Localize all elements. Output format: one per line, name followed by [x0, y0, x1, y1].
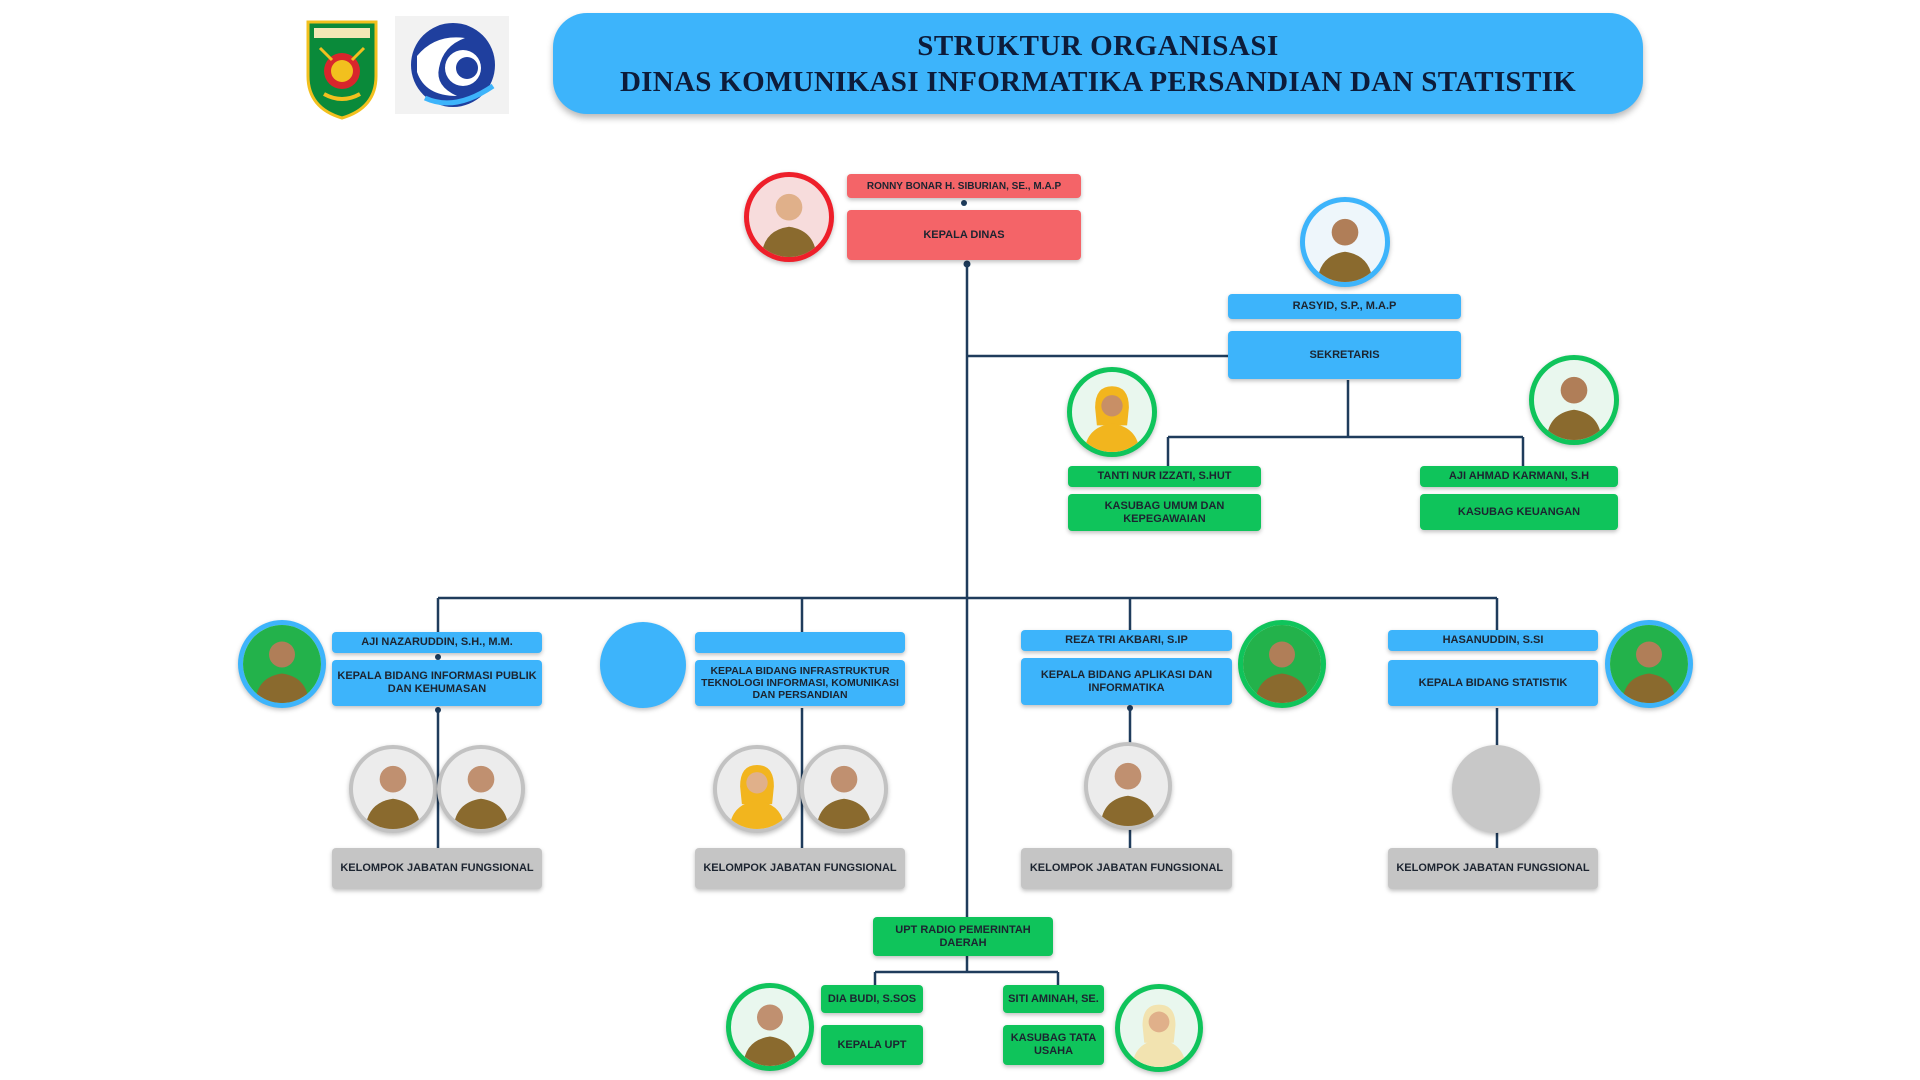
kasubag-keuangan-avatar — [1529, 355, 1619, 445]
kasubag-keuangan-name: AJI AHMAD KARMANI, S.H — [1420, 466, 1618, 487]
kasubag-tata-usaha-avatar — [1115, 984, 1203, 1072]
bidang-informasi-name: AJI NAZARUDDIN, S.H., M.M. — [332, 632, 542, 653]
fungsional-informasi-avatar-2 — [437, 745, 525, 833]
bidang-informasi-avatar — [238, 620, 326, 708]
kasubag-umum-avatar — [1067, 367, 1157, 457]
fungsional-informasi-group: KELOMPOK JABATAN FUNGSIONAL — [332, 848, 542, 889]
kasubag-umum-name: TANTI NUR IZZATI, S.Hut — [1068, 466, 1261, 487]
bidang-statistik-position: KEPALA BIDANG STATISTIK — [1388, 660, 1598, 706]
sekretaris-position: SEKRETARIS — [1228, 331, 1461, 379]
bidang-infrastruktur-position: KEPALA BIDANG INFRASTRUKTUR TEKNOLOGI IN… — [695, 660, 905, 706]
bidang-aplikasi-name: REZA TRI AKBARI, S.IP — [1021, 630, 1232, 651]
title-banner: STRUKTUR ORGANISASI DINAS KOMUNIKASI INF… — [553, 13, 1643, 114]
fungsional-infrastruktur-avatar-2 — [800, 745, 888, 833]
regional-government-crest-icon — [302, 16, 382, 120]
page-subtitle: DINAS KOMUNIKASI INFORMATIKA PERSANDIAN … — [619, 65, 1577, 98]
kepala-dinas-name: RONNY BONAR H. SIBURIAN, SE., M.A.P — [847, 174, 1081, 198]
fungsional-statistik-group: KELOMPOK JABATAN FUNGSIONAL — [1388, 848, 1598, 889]
sekretaris-avatar — [1300, 197, 1390, 287]
fungsional-infrastruktur-group: KELOMPOK JABATAN FUNGSIONAL — [695, 848, 905, 889]
bidang-informasi-position: KEPALA BIDANG INFORMASI PUBLIK DAN KEHUM… — [332, 660, 542, 706]
bidang-infrastruktur-name — [695, 632, 905, 653]
kepala-dinas-position: KEPALA DINAS — [847, 210, 1081, 260]
fungsional-aplikasi-avatar — [1084, 742, 1172, 830]
kepala-upt-position: KEPALA UPT — [821, 1025, 923, 1065]
kasubag-tata-usaha-position: KASUBAG TATA USAHA — [1003, 1025, 1104, 1065]
kepala-upt-avatar — [726, 983, 814, 1071]
upt-title: UPT RADIO PEMERINTAH DAERAH — [873, 917, 1053, 956]
kepala-upt-name: DIA BUDI, S.Sos — [821, 985, 923, 1013]
kasubag-keuangan-position: KASUBAG KEUANGAN — [1420, 494, 1618, 530]
fungsional-infrastruktur-avatar-1 — [713, 745, 801, 833]
bidang-aplikasi-position: KEPALA BIDANG APLIKASI DAN INFORMATIKA — [1021, 658, 1232, 705]
bidang-infrastruktur-avatar — [600, 622, 686, 708]
page-title: STRUKTUR ORGANISASI — [917, 29, 1279, 62]
fungsional-informasi-avatar-1 — [349, 745, 437, 833]
bidang-aplikasi-avatar — [1238, 620, 1326, 708]
bidang-statistik-name: HASANUDDIN, S.Si — [1388, 630, 1598, 651]
fungsional-aplikasi-group: KELOMPOK JABATAN FUNGSIONAL — [1021, 848, 1232, 889]
kominfo-wave-logo-icon — [395, 16, 509, 114]
bidang-statistik-avatar — [1605, 620, 1693, 708]
sekretaris-name: RASYID, S.P., M.A.P — [1228, 294, 1461, 319]
kasubag-umum-position: KASUBAG UMUM DAN KEPEGAWAIAN — [1068, 494, 1261, 531]
fungsional-statistik-avatar — [1452, 745, 1540, 833]
kepala-dinas-avatar — [744, 172, 834, 262]
kasubag-tata-usaha-name: SITI AMINAH, SE. — [1003, 985, 1104, 1013]
